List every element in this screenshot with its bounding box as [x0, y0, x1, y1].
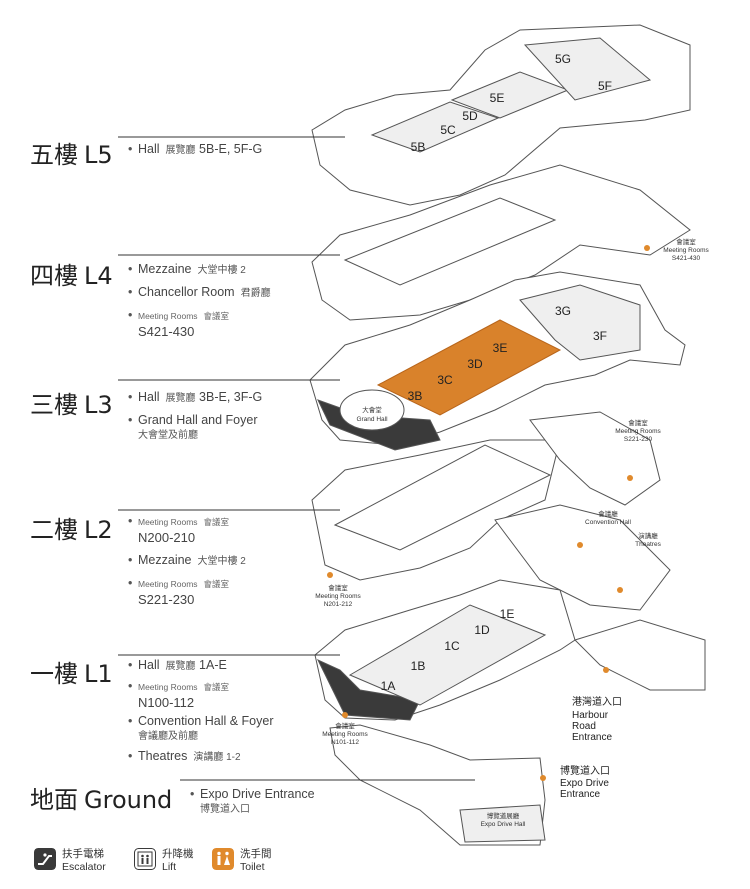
conv-hall-en: Convention Hall [585, 519, 631, 526]
hall-5b: 5B [411, 140, 426, 154]
hall-1c: 1C [444, 639, 460, 653]
l1-halls [348, 604, 547, 706]
grand-hall-en: Grand Hall [356, 416, 388, 423]
hall-3c: 3C [437, 373, 453, 387]
marker-theatre [617, 587, 623, 593]
expo-entrance-en2: Entrance [560, 789, 600, 800]
mr-s221-en: Meeting Rooms [615, 428, 661, 435]
expo-entrance-zh: 博覽道入口 [560, 764, 610, 777]
marker-s421 [644, 245, 650, 251]
marker-n201 [327, 572, 333, 578]
hall-3b: 3B [408, 389, 423, 403]
l2-convention [494, 504, 671, 611]
expo-entrance-en1: Expo Drive [560, 778, 609, 789]
mr-s221-num: S221-230 [624, 436, 653, 443]
hall-5f-g [523, 37, 652, 101]
mr-n101-num: N101-112 [331, 739, 359, 746]
grand-hall-zh: 大會堂 [362, 405, 382, 414]
marker-s221 [627, 475, 633, 481]
hall-3f-g [519, 284, 641, 361]
harbour-entrance-en2: Road [572, 721, 596, 732]
expo-hall-en: Expo Drive Hall [481, 821, 526, 828]
hall-3e: 3E [493, 341, 508, 355]
mr-n201-zh: 會議室 [328, 583, 348, 592]
marker-expo [540, 775, 546, 781]
hall-5c: 5C [440, 123, 456, 137]
escalator-icon [34, 848, 56, 870]
expo-hall-zh: 博覽道展廳 [487, 811, 520, 820]
l3-grand-hall [339, 389, 405, 431]
mr-n101-en: Meeting Rooms [322, 731, 368, 738]
mr-n201-en: Meeting Rooms [315, 593, 361, 600]
harbour-entrance-en3: Entrance [572, 732, 612, 743]
expo-drive-hall [459, 804, 546, 843]
toilet-icon [212, 848, 234, 870]
hall-3d: 3D [467, 357, 483, 371]
conv-hall-zh: 會議廳 [598, 509, 618, 518]
marker-conv [577, 542, 583, 548]
hall-5g: 5G [555, 52, 571, 66]
hall-1a: 1A [381, 679, 396, 693]
hall-5d: 5D [462, 109, 478, 123]
hall-1d: 1D [474, 623, 490, 637]
mr-s421-num: S421-430 [672, 255, 701, 262]
mr-n101-zh: 會議室 [335, 721, 355, 730]
theatres-en: Theatres [635, 541, 661, 548]
hall-3b-e-highlight [376, 319, 562, 416]
hall-5b-c [370, 101, 500, 153]
mr-s221-zh: 會議室 [628, 418, 648, 427]
hall-3f: 3F [593, 329, 607, 343]
lift-icon [134, 848, 156, 870]
l1-harbour-road [574, 619, 706, 691]
mr-s421-en: Meeting Rooms [663, 247, 709, 254]
marker-n101 [342, 712, 348, 718]
hall-1e: 1E [500, 607, 515, 621]
mr-s421-zh: 會議室 [676, 237, 696, 246]
mr-n201-num: N201-212 [324, 601, 353, 608]
theatres-zh: 演講廳 [638, 531, 658, 540]
marker-harbour [603, 667, 609, 673]
l4-void [343, 197, 557, 286]
hall-1b: 1B [411, 659, 426, 673]
hall-3g: 3G [555, 304, 571, 318]
hall-5e: 5E [490, 91, 505, 105]
harbour-entrance-zh: 港灣道入口 [572, 695, 622, 708]
l2-s-wing [529, 411, 661, 506]
harbour-entrance-en1: Harbour [572, 710, 609, 721]
l2-void [333, 444, 552, 551]
hall-5f: 5F [598, 79, 612, 93]
